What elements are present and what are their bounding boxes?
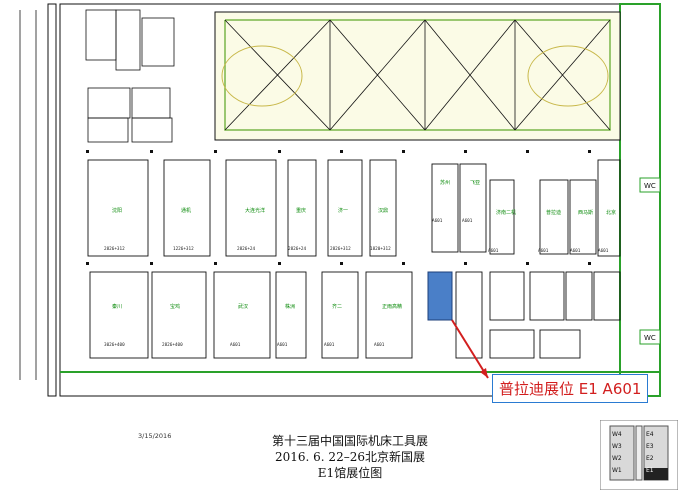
exhibition-dates: 2016. 6. 22–26北京新国展: [275, 450, 425, 464]
booth-size-b16: A601: [538, 248, 549, 254]
booth-label-b18: 北京: [606, 209, 616, 216]
wc-markers: WC WC: [639, 177, 661, 345]
booth-size-b8: 2826+400: [162, 342, 183, 348]
booth-size-b1: 2826+312: [104, 246, 125, 252]
booth-size-b14: A601: [462, 218, 473, 224]
booth-size-b10: A601: [277, 342, 288, 348]
booth-label-b4: 重庆: [296, 207, 306, 214]
booth-size-b5: 2826+312: [330, 246, 351, 252]
booth-size-b3: 2826+24: [237, 246, 256, 252]
hall-outline: [19, 3, 661, 397]
booth-label-b13: 苏州: [440, 179, 450, 186]
exhibition-title: 第十三届中国国际机床工具展: [271, 434, 428, 448]
lower-row-booths: [89, 271, 621, 359]
booth-size-b12: A601: [374, 342, 385, 348]
booth-size-b6: 1820+312: [370, 246, 391, 252]
booth-label-b10: 株洲: [285, 303, 295, 310]
booth-label-b11: 齐二: [332, 303, 342, 310]
key-gate-e4: E4: [646, 431, 654, 438]
booth-label-b14: 飞亚: [470, 180, 480, 186]
booth-size-b17: A601: [570, 248, 581, 254]
booth-label-b16: 普拉迪: [546, 209, 561, 216]
wc-label-upper: WC: [644, 182, 656, 190]
key-gate-w3: W3: [612, 443, 622, 450]
booth-label-b3: 大连光洋: [245, 207, 265, 214]
wc-label-lower: WC: [644, 334, 656, 342]
booth-label-b15: 济南二机: [496, 209, 516, 216]
booth-size-b7: 3026+400: [104, 342, 125, 348]
booth-size-b13: A601: [432, 218, 443, 224]
middle-row-booths: [87, 159, 621, 257]
booth-label-b17: 西马斯: [578, 209, 593, 216]
booth-size-b15: A601: [488, 248, 499, 254]
booth-size-b18: A601: [598, 248, 609, 254]
booth-size-b2: 1226+312: [173, 246, 194, 252]
left-rooms: [85, 9, 175, 143]
highlighted-booth[interactable]: [427, 271, 453, 321]
column-markers: [86, 150, 591, 265]
pavilion: [214, 11, 621, 141]
key-gate-e1: E1: [646, 467, 654, 474]
booth-label-b6: 汉鼎: [378, 207, 388, 214]
key-gate-w2: W2: [612, 455, 622, 462]
booth-size-b11: A601: [324, 342, 335, 348]
hall-subtitle: E1馆展位图: [317, 466, 383, 480]
booth-label-b9: 武汉: [238, 303, 248, 310]
booth-label-b7: 秦川: [112, 303, 122, 310]
booth-label-b2: 通机: [181, 207, 191, 214]
booth-callout: 普拉迪展位 E1 A601: [492, 374, 649, 403]
booth-size-b4: 2826+24: [288, 246, 307, 252]
booth-label-b12: 正雨高精: [382, 303, 402, 310]
key-gate-w1: W1: [612, 467, 622, 474]
booth-size-b9: A601: [230, 342, 241, 348]
key-gate-w4: W4: [612, 431, 622, 438]
booth-labels: 沈阳 2826+312 通机 1226+312 大连光洋 2826+24 重庆 2826+24…: [104, 179, 616, 348]
key-gate-e3: E3: [646, 443, 654, 450]
key-gate-e2: E2: [646, 455, 654, 462]
booth-label-b1: 沈阳: [112, 207, 122, 214]
booth-label-b8: 宝鸡: [170, 303, 180, 310]
date-stamp: 3/15/2016: [138, 432, 172, 440]
callout-arrow: [451, 319, 489, 379]
booth-label-b5: 济一: [338, 207, 348, 214]
